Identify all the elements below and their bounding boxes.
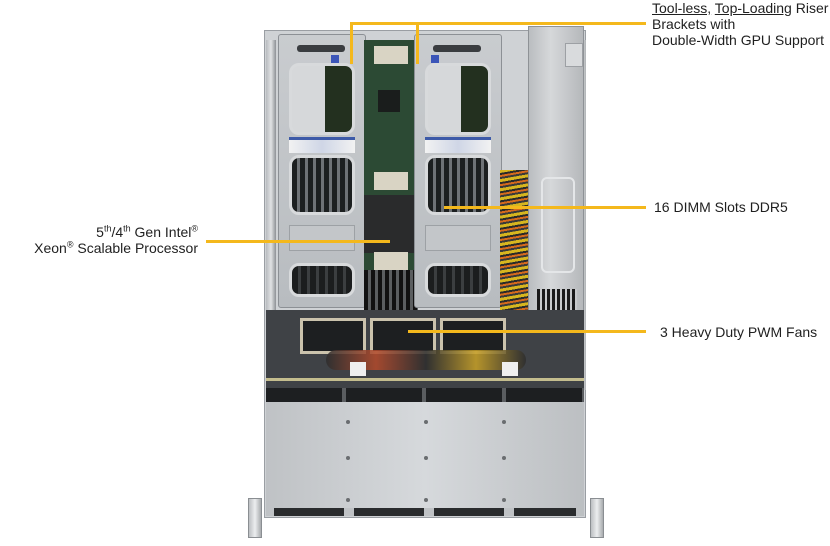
riser-bracket-right bbox=[414, 34, 502, 308]
screw bbox=[502, 498, 506, 502]
processor-callout-label: 5th/4th Gen Intel® Xeon® Scalable Proces… bbox=[0, 224, 198, 256]
ribbon-cable bbox=[374, 252, 408, 270]
riser-window-bottom bbox=[289, 263, 355, 297]
dimm-window bbox=[425, 155, 491, 215]
drive-bays bbox=[266, 388, 584, 402]
sup-th: th bbox=[103, 223, 112, 234]
dimm-slots bbox=[364, 270, 418, 310]
power-supply bbox=[528, 26, 584, 322]
processor-label-line2: Xeon® Scalable Processor bbox=[0, 240, 198, 256]
screw bbox=[424, 456, 428, 460]
screw bbox=[424, 420, 428, 424]
power-cables bbox=[500, 170, 528, 310]
riser-window-top bbox=[289, 63, 355, 135]
screw bbox=[424, 498, 428, 502]
riser-label-line1: Tool-less, Top-Loading Riser bbox=[652, 0, 828, 16]
screw bbox=[502, 456, 506, 460]
processor-label-line1: 5th/4th Gen Intel® bbox=[0, 224, 198, 240]
riser-plate bbox=[289, 225, 355, 251]
riser-label-riser: Riser bbox=[795, 0, 829, 16]
callout-line-processor bbox=[206, 240, 390, 243]
riser-label-toploading: Top-Loading bbox=[714, 0, 792, 16]
backplane-strip bbox=[266, 378, 584, 381]
ribbon-cable bbox=[374, 172, 408, 190]
fan-2 bbox=[370, 318, 436, 354]
callout-line-riser-drop-right bbox=[416, 22, 419, 64]
chassis-left-rail bbox=[266, 40, 276, 390]
riser-tag bbox=[331, 55, 339, 63]
callout-line-fans bbox=[408, 330, 646, 333]
fan-1 bbox=[300, 318, 366, 354]
riser-window-top bbox=[425, 63, 491, 135]
rack-ear-left bbox=[248, 498, 262, 538]
dimm-callout-label: 16 DIMM Slots DDR5 bbox=[654, 199, 788, 215]
riser-bracket-left bbox=[278, 34, 366, 308]
psu-panel bbox=[541, 177, 575, 273]
fan-wires bbox=[326, 350, 526, 370]
callout-line-dimm bbox=[444, 206, 646, 209]
connector bbox=[502, 362, 518, 376]
riser-instruction-label bbox=[289, 137, 355, 153]
front-drive-handles bbox=[274, 508, 576, 516]
callout-line-riser bbox=[350, 22, 646, 25]
gen-4: /4 bbox=[111, 224, 124, 240]
motherboard bbox=[364, 40, 418, 310]
screw bbox=[346, 498, 350, 502]
riser-label-line2: Brackets with bbox=[652, 16, 736, 32]
riser-instruction-label bbox=[425, 137, 491, 153]
screw bbox=[502, 420, 506, 424]
cpu-heatsink-plate bbox=[364, 195, 418, 253]
scalable-processor-text: Scalable Processor bbox=[73, 240, 198, 256]
rack-ear-right bbox=[590, 498, 604, 538]
registered-mark: ® bbox=[66, 239, 74, 250]
front-drive-cage bbox=[266, 388, 584, 516]
connector bbox=[350, 362, 366, 376]
sup-th: th bbox=[123, 223, 131, 234]
dimm-window bbox=[289, 155, 355, 215]
riser-window-bottom bbox=[425, 263, 491, 297]
psu-sticker bbox=[565, 43, 583, 67]
riser-plate bbox=[425, 225, 491, 251]
riser-handle bbox=[297, 45, 345, 52]
fans-callout-label: 3 Heavy Duty PWM Fans bbox=[660, 324, 818, 340]
screw bbox=[346, 456, 350, 460]
gen-5: 5 bbox=[96, 224, 104, 240]
riser-callout-label: Tool-less, Top-Loading Riser Brackets wi… bbox=[652, 0, 828, 48]
fan-bay bbox=[266, 310, 584, 388]
screw bbox=[346, 420, 350, 424]
gen-intel: Gen Intel bbox=[130, 224, 192, 240]
riser-tag bbox=[431, 55, 439, 63]
riser-handle bbox=[433, 45, 481, 52]
callout-line-riser-drop-left bbox=[350, 22, 353, 64]
fan-3 bbox=[440, 318, 506, 354]
psu-vent bbox=[537, 289, 577, 313]
ribbon-cable bbox=[374, 46, 408, 64]
riser-label-toolless: Tool-less, bbox=[652, 0, 712, 16]
registered-mark: ® bbox=[191, 223, 198, 234]
riser-label-line3: Double-Width GPU Support bbox=[652, 32, 824, 48]
xeon-text: Xeon bbox=[34, 240, 67, 256]
chipset bbox=[378, 90, 400, 112]
